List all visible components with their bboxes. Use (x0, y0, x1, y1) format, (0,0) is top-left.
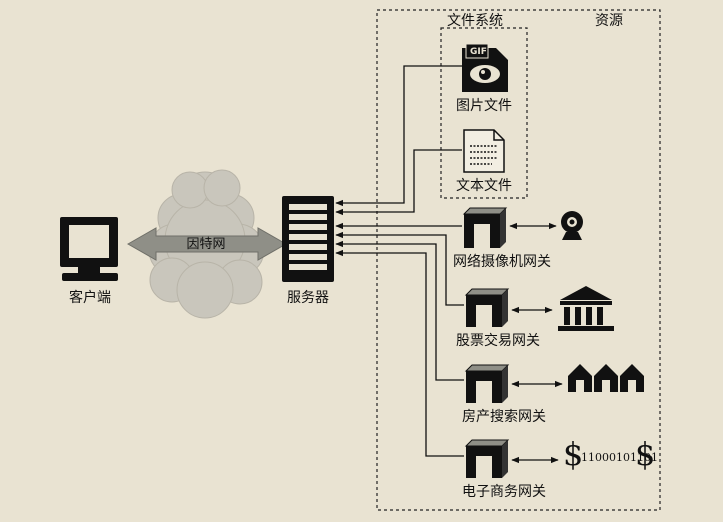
houses-icon (568, 364, 644, 392)
realestate-gateway-label: 房产搜索网关 (462, 409, 546, 425)
stock-gateway-label: 股票交易网关 (456, 333, 540, 349)
server-label: 服务器 (287, 290, 329, 306)
internet-label: 因特网 (186, 237, 226, 252)
money-digits: 11000101101 (581, 451, 658, 464)
gateway-resource-connectors (509, 222, 563, 464)
server-connectors (335, 65, 464, 457)
ecommerce-gateway-label: 电子商务网关 (462, 484, 546, 500)
resources-boundary (376, 9, 661, 511)
image-file-label: 图片文件 (456, 98, 512, 114)
text-file-label: 文本文件 (456, 178, 512, 194)
webcam-gateway-label: 网络摄像机网关 (453, 254, 551, 270)
realestate-gateway-icon (464, 364, 510, 403)
server-tower-icon (282, 196, 334, 282)
resources-label: 资源 (595, 13, 623, 29)
dollar-right-symbol: $ (635, 435, 656, 473)
webcam-icon (561, 211, 583, 240)
text-document-icon (463, 129, 505, 173)
client-computer-icon (60, 217, 118, 281)
gif-tag: GIF (470, 47, 487, 57)
stock-gateway-icon (464, 288, 510, 327)
dollar-left-symbol: $ (563, 435, 584, 473)
file-system-boundary (440, 27, 528, 199)
client-label: 客户端 (69, 290, 111, 306)
bank-building-icon (558, 286, 614, 331)
webcam-gateway-icon (462, 207, 508, 248)
ecommerce-gateway-icon (464, 439, 510, 478)
file-system-label: 文件系统 (447, 13, 503, 29)
image-file-icon (462, 43, 508, 92)
